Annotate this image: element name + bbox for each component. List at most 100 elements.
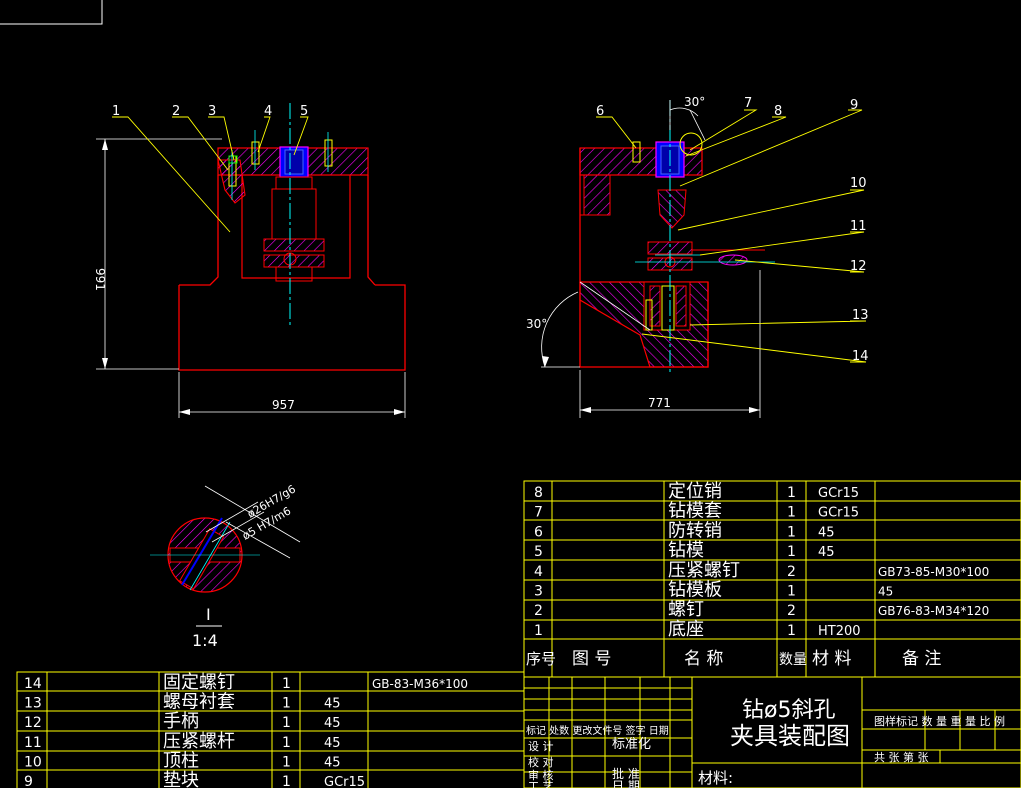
bom-row-qty: 1 (787, 544, 796, 560)
bom-row-name: 顶柱 (163, 750, 199, 771)
callout-11: 11 (850, 219, 867, 234)
drawing-title-line1: 钻ø5斜孔 (742, 698, 835, 723)
callout-4: 4 (264, 104, 272, 119)
bom-row-remark: GB73-85-M30*100 (878, 565, 989, 579)
bom-row-qty: 1 (787, 505, 796, 521)
check-label: 校 对 (528, 755, 554, 769)
bom-row-qty: 1 (282, 774, 291, 788)
bom-row-name: 定位销 (668, 481, 722, 502)
drawing-border (0, 0, 103, 25)
bom-row-remark: GB76-83-M34*120 (878, 604, 989, 618)
dim-height-front: 991 (93, 268, 107, 291)
bom-row-material: 45 (818, 545, 835, 560)
front-view (96, 103, 406, 418)
bom-header-name: 名 称 (684, 649, 723, 669)
bom-row-name: 钻模 (668, 540, 704, 561)
bom-header-seq: 序号 (526, 650, 556, 668)
revision-row: 标记 处数 更改文件号 签字 日期 (526, 724, 669, 737)
bom-row-no: 8 (534, 485, 543, 501)
bom-row-qty: 2 (787, 603, 796, 619)
bom-header-material: 材 料 (812, 649, 851, 669)
callout-3: 3 (208, 104, 216, 119)
callout-1: 1 (112, 104, 120, 119)
process-label: 工 艺 (528, 780, 554, 788)
bom-row-qty: 1 (787, 485, 796, 501)
callout-14: 14 (852, 349, 869, 364)
bom-row-no: 4 (534, 564, 543, 580)
callout-5: 5 (300, 104, 308, 119)
callout-13: 13 (852, 308, 869, 323)
bom-row-name: 固定螺钉 (163, 672, 235, 693)
drawing-title-line2: 夹具装配图 (730, 722, 850, 750)
callout-10: 10 (850, 176, 867, 191)
bom-row-qty: 1 (282, 754, 291, 770)
bom-row-no: 5 (534, 544, 543, 560)
bom-row-no: 9 (24, 774, 33, 788)
bom-row-material: 45 (324, 755, 341, 770)
bom-row-name: 螺钉 (668, 599, 704, 620)
bom-row-qty: 1 (282, 715, 291, 731)
bom-lower-table (16, 671, 525, 788)
bom-row-qty: 2 (787, 564, 796, 580)
bom-row-material: GCr15 (324, 775, 365, 788)
bom-row-no: 1 (534, 623, 543, 639)
bom-row-no: 10 (24, 754, 42, 770)
bom-row-qty: 1 (787, 524, 796, 540)
dim-angle-side: 30° (526, 317, 547, 331)
callout-7: 7 (744, 96, 752, 111)
callout-12: 12 (850, 259, 867, 274)
bom-row-qty: 1 (282, 676, 291, 692)
bom-row-material: GCr15 (818, 486, 859, 501)
bom-row-name: 压紧螺杆 (163, 731, 235, 752)
bom-row-no: 3 (534, 584, 543, 600)
callout-2: 2 (172, 104, 180, 119)
sheet-count: 共 张 第 张 (874, 750, 929, 764)
bom-header-remark: 备 注 (902, 649, 941, 669)
bom-row-name: 螺母衬套 (163, 692, 235, 713)
bom-row-qty: 1 (787, 623, 796, 639)
bom-row-material: 45 (324, 736, 341, 751)
bom-row-no: 11 (24, 735, 42, 751)
bom-row-material: HT200 (818, 624, 861, 639)
detail-view-label: I (206, 605, 211, 624)
detail-view-i (150, 485, 301, 593)
stage-header: 图样标记 数 量 重 量 比 例 (874, 714, 1005, 728)
detail-view-scale: 1:4 (192, 631, 218, 650)
dim-angle-top: 30° (684, 95, 705, 109)
title-block-frame (523, 676, 1021, 788)
bom-row-material: GCr15 (818, 506, 859, 521)
audit-label: 审 核 (528, 768, 554, 782)
bom-row-no: 12 (24, 715, 42, 731)
bom-row-no: 13 (24, 696, 42, 712)
bom-row-name: 压紧螺钉 (668, 560, 740, 581)
bom-row-material: 45 (324, 716, 341, 731)
bom-row-name: 垫块 (163, 770, 199, 788)
bom-row-name: 钻模板 (668, 580, 722, 601)
design-label: 设 计 (528, 740, 554, 753)
title-block-text: 标记 处数 更改文件号 签字 日期 设 计 校 对 审 核 工 艺 标准化 批 … (526, 698, 1005, 788)
bom-row-qty: 1 (787, 584, 796, 600)
bom-header-row: 序号 图 号 名 称 数量 材 料 备 注 (526, 649, 941, 669)
bom-row-no: 2 (534, 603, 543, 619)
bom-header-drawing-no: 图 号 (572, 649, 611, 669)
callout-8: 8 (774, 104, 782, 119)
side-view (541, 100, 867, 418)
material-label: 材料: (698, 769, 733, 787)
bom-header-qty: 数量 (779, 652, 807, 668)
bom-row-qty: 1 (282, 696, 291, 712)
bom-row-name: 钻模套 (668, 501, 722, 522)
bom-row-no: 7 (534, 505, 543, 521)
date-label: 日 期 (612, 779, 640, 788)
bom-row-name: 手柄 (163, 711, 199, 732)
bom-row-name: 底座 (668, 619, 704, 640)
bom-row-remark: 45 (878, 585, 893, 599)
bom-row-qty: 1 (282, 735, 291, 751)
bom-row-remark: GB-83-M36*100 (372, 677, 468, 691)
bom-row-no: 6 (534, 524, 543, 540)
dim-width-side: 771 (648, 396, 671, 410)
bom-row-material: 45 (818, 525, 835, 540)
bom-upper-table (523, 480, 1021, 678)
